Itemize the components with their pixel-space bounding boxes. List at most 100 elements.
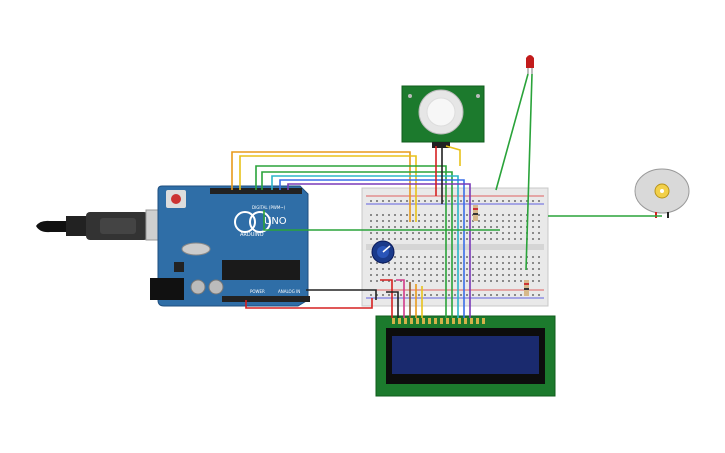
breadboard-hole bbox=[520, 226, 522, 228]
breadboard-hole bbox=[430, 274, 432, 276]
breadboard-hole bbox=[484, 232, 486, 234]
breadboard-hole bbox=[478, 274, 480, 276]
breadboard-hole bbox=[472, 200, 474, 202]
wires bbox=[231, 73, 662, 318]
breadboard-hole bbox=[418, 280, 420, 282]
breadboard-hole bbox=[376, 280, 378, 282]
breadboard-hole bbox=[514, 262, 516, 264]
breadboard-hole bbox=[454, 280, 456, 282]
breadboard-hole bbox=[538, 238, 540, 240]
breadboard-hole bbox=[376, 232, 378, 234]
breadboard-hole bbox=[520, 238, 522, 240]
wire-lcd-red bbox=[380, 279, 393, 318]
breadboard-hole bbox=[442, 280, 444, 282]
breadboard-holes bbox=[370, 200, 540, 296]
breadboard-hole bbox=[400, 232, 402, 234]
resistor-2[interactable] bbox=[524, 280, 529, 296]
breadboard-hole bbox=[496, 262, 498, 264]
wire-green-1 bbox=[255, 165, 447, 318]
usb-cable[interactable] bbox=[36, 209, 179, 241]
breadboard-hole bbox=[400, 256, 402, 258]
lcd-pin bbox=[422, 318, 425, 324]
breadboard-hole bbox=[442, 262, 444, 264]
breadboard-hole bbox=[370, 256, 372, 258]
breadboard-hole bbox=[412, 220, 414, 222]
breadboard-hole bbox=[400, 280, 402, 282]
breadboard-hole bbox=[454, 262, 456, 264]
breadboard-hole bbox=[376, 262, 378, 264]
breadboard-hole bbox=[388, 294, 390, 296]
breadboard-hole bbox=[388, 262, 390, 264]
breadboard-hole bbox=[382, 294, 384, 296]
breadboard-hole bbox=[508, 256, 510, 258]
lcd-pin bbox=[434, 318, 437, 324]
lcd-pin bbox=[464, 318, 467, 324]
breadboard-hole bbox=[532, 232, 534, 234]
breadboard-hole bbox=[418, 232, 420, 234]
breadboard-hole bbox=[436, 262, 438, 264]
breadboard-hole bbox=[400, 214, 402, 216]
breadboard-hole bbox=[466, 220, 468, 222]
breadboard-hole bbox=[382, 238, 384, 240]
breadboard-hole bbox=[424, 274, 426, 276]
breadboard-hole bbox=[508, 232, 510, 234]
breadboard-hole bbox=[394, 232, 396, 234]
breadboard-hole bbox=[460, 238, 462, 240]
breadboard-hole bbox=[466, 294, 468, 296]
breadboard-hole bbox=[520, 214, 522, 216]
wire-orange bbox=[231, 151, 411, 222]
breadboard-hole bbox=[502, 214, 504, 216]
breadboard-hole bbox=[376, 226, 378, 228]
breadboard-hole bbox=[532, 274, 534, 276]
breadboard-hole bbox=[520, 262, 522, 264]
breadboard-hole bbox=[496, 220, 498, 222]
breadboard-hole bbox=[424, 268, 426, 270]
breadboard-hole bbox=[496, 232, 498, 234]
arduino-uno-board[interactable]: ARDUINO UNO DIGITAL (PWM~) POWER ANALOG … bbox=[150, 185, 310, 307]
lcd-pin bbox=[440, 318, 443, 324]
breadboard-hole bbox=[514, 220, 516, 222]
digital-label: DIGITAL (PWM~) bbox=[252, 205, 286, 210]
breadboard-hole bbox=[466, 262, 468, 264]
breadboard-hole bbox=[490, 232, 492, 234]
breadboard-hole bbox=[370, 226, 372, 228]
dc-motor[interactable] bbox=[634, 168, 690, 218]
breadboard-hole bbox=[448, 294, 450, 296]
breadboard-hole bbox=[502, 238, 504, 240]
breadboard-hole bbox=[472, 268, 474, 270]
breadboard-hole bbox=[436, 256, 438, 258]
breadboard-hole bbox=[394, 274, 396, 276]
breadboard-hole bbox=[496, 226, 498, 228]
wire-yellow bbox=[239, 155, 417, 222]
breadboard-hole bbox=[382, 214, 384, 216]
breadboard-hole bbox=[466, 256, 468, 258]
breadboard-hole bbox=[478, 200, 480, 202]
breadboard-hole bbox=[490, 280, 492, 282]
breadboard-hole bbox=[484, 226, 486, 228]
breadboard-hole bbox=[496, 238, 498, 240]
breadboard-hole bbox=[538, 220, 540, 222]
breadboard-hole bbox=[424, 220, 426, 222]
breadboard-hole bbox=[412, 262, 414, 264]
breadboard-hole bbox=[424, 214, 426, 216]
breadboard-hole bbox=[502, 226, 504, 228]
breadboard-hole bbox=[388, 232, 390, 234]
breadboard-hole bbox=[412, 226, 414, 228]
red-led[interactable] bbox=[526, 55, 534, 74]
breadboard-hole bbox=[448, 274, 450, 276]
potentiometer[interactable] bbox=[371, 240, 395, 264]
breadboard-hole bbox=[514, 226, 516, 228]
lcd-display[interactable] bbox=[375, 315, 556, 397]
breadboard-hole bbox=[514, 274, 516, 276]
breadboard-hole bbox=[514, 256, 516, 258]
resistor-1[interactable] bbox=[473, 205, 478, 221]
breadboard-hole bbox=[472, 238, 474, 240]
breadboard-hole bbox=[370, 232, 372, 234]
breadboard-hole bbox=[454, 294, 456, 296]
breadboard-hole bbox=[370, 200, 372, 202]
breadboard-hole bbox=[460, 220, 462, 222]
breadboard-hole bbox=[460, 274, 462, 276]
breadboard-hole bbox=[538, 214, 540, 216]
pir-sensor[interactable] bbox=[401, 85, 485, 148]
